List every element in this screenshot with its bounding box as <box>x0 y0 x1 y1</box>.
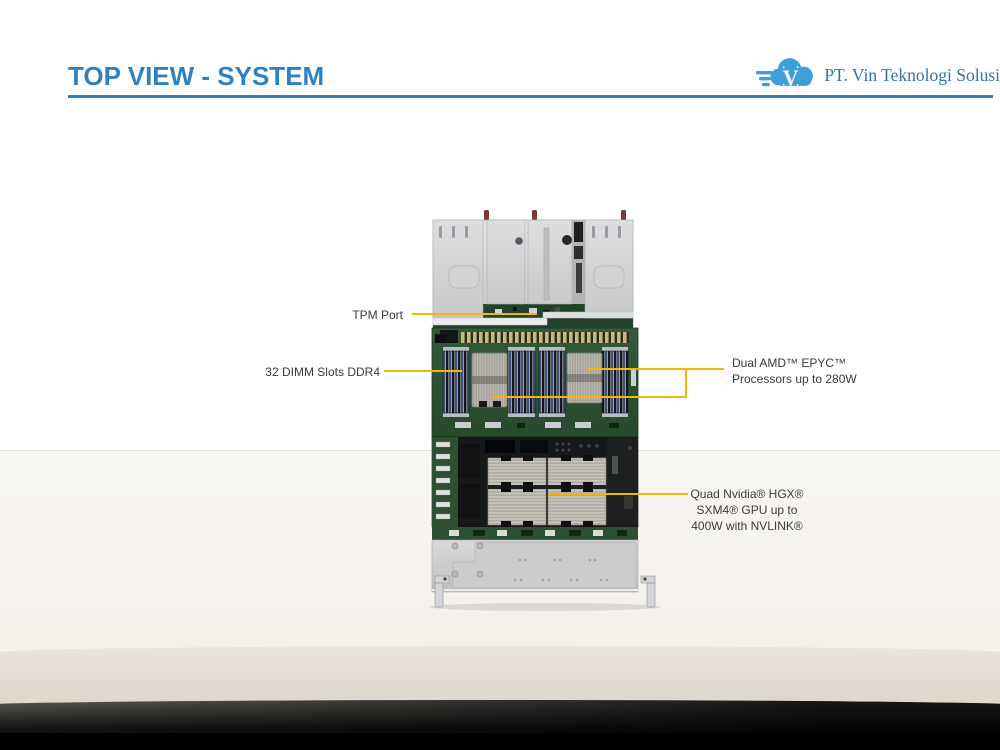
cpu-label-line1: Dual AMD™ EPYC™ <box>732 356 847 370</box>
gpu-heatsink-2 <box>547 457 607 488</box>
dimm-callout-line <box>384 370 462 372</box>
dimm-slot-banks <box>442 350 629 414</box>
panel-slots <box>439 226 621 238</box>
cpu-heatsink-1 <box>471 352 508 408</box>
cpu-heatsinks <box>471 352 603 408</box>
motherboard-section <box>431 327 639 439</box>
background-table-edge <box>0 646 1000 706</box>
bottom-rivets <box>513 558 609 582</box>
gpu-clips <box>501 455 593 527</box>
airshroud-mid-left <box>486 219 526 305</box>
gpu-top-components <box>485 440 599 453</box>
airshroud-mid-right <box>527 219 573 305</box>
gpu-bottom-strip <box>432 527 638 540</box>
gpu-heatsink-4 <box>547 488 607 526</box>
cpu-callout-line-top <box>587 368 724 370</box>
tpm-callout-line <box>412 313 537 315</box>
tpm-port-label: TPM Port <box>352 308 403 322</box>
bottom-screws <box>451 542 484 578</box>
dimm-bank-4 <box>601 350 629 414</box>
gpu-section <box>431 436 639 540</box>
company-logo: V PT. Vin Teknologi Solusi <box>756 52 1000 98</box>
chassis-hole <box>562 235 572 245</box>
dimm-bank-3 <box>538 350 566 414</box>
logo-monogram: V <box>783 66 799 90</box>
riser-bracket <box>543 227 550 301</box>
gpu-label: Quad Nvidia® HGX® SXM4® GPU up to 400W w… <box>684 486 810 534</box>
page-title: TOP VIEW - SYSTEM <box>68 61 325 91</box>
chassis-bottom-section <box>431 539 656 608</box>
gpu-left-connectors <box>435 441 451 520</box>
logo-company-name: PT. Vin Teknologi Solusi <box>824 64 1000 85</box>
edge-connector-row <box>461 332 629 343</box>
gpu-heatsinks <box>487 457 607 526</box>
handle-recess-right <box>593 265 625 289</box>
server-top-view-image <box>429 210 661 611</box>
dimm-slots-label: 32 DIMM Slots DDR4 <box>265 365 380 379</box>
server-shadow <box>429 603 661 611</box>
chassis-thumbscrews <box>484 210 626 221</box>
cpu-label: Dual AMD™ EPYC™ Processors up to 280W <box>732 355 892 387</box>
cpu-heatsink-2 <box>566 352 603 404</box>
cable-channel <box>572 220 585 304</box>
cpu-callout-line-bottom <box>492 396 687 398</box>
cpu-label-line2: Processors up to 280W <box>732 372 857 386</box>
chassis-hole-2 <box>515 237 523 245</box>
gpu-heatsink-1 <box>487 457 547 488</box>
dimm-bank-1 <box>442 350 470 414</box>
gpu-heatsink-3 <box>487 488 547 526</box>
cpu-callout-line-vertical <box>685 368 687 398</box>
dimm-bank-2 <box>507 350 536 414</box>
background-black-strip <box>0 733 1000 750</box>
dimm-latches <box>443 347 628 417</box>
chassis-top-section <box>432 219 634 331</box>
gpu-right-components <box>607 437 638 527</box>
mounting-ears <box>434 575 656 608</box>
gpu-label-line2: SXM4® GPU up to <box>696 503 798 517</box>
gpu-label-line3: 400W with NVLINK® <box>691 519 803 533</box>
gpu-callout-line <box>548 493 688 495</box>
gpu-label-line1: Quad Nvidia® HGX® <box>690 487 804 501</box>
cloud-logo-icon: V <box>756 58 813 90</box>
handle-recess-left <box>448 265 480 289</box>
title-underline <box>68 95 993 98</box>
mobo-components <box>435 334 636 428</box>
server-photo <box>425 208 665 612</box>
